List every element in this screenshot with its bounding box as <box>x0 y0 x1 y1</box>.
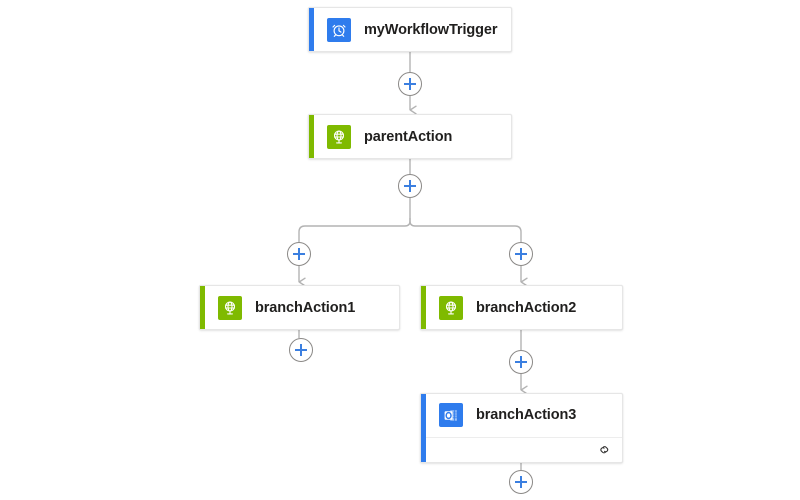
insert-after-branchaction1-button[interactable] <box>289 338 313 362</box>
edge-split-left <box>298 218 411 242</box>
globe-network-icon <box>327 124 351 149</box>
node-branchaction1[interactable]: branchAction1 <box>199 285 400 330</box>
node-accent-bar <box>309 115 314 158</box>
node-parentaction[interactable]: parentAction <box>308 114 512 159</box>
plus-icon <box>520 476 522 488</box>
outlook-office-icon <box>439 403 463 428</box>
plus-icon <box>300 344 302 356</box>
node-footer <box>421 436 622 462</box>
insert-branch-right-button[interactable] <box>509 242 533 266</box>
node-accent-bar <box>421 286 426 329</box>
alarm-clock-icon <box>327 17 351 42</box>
insert-after-trigger-button[interactable] <box>398 72 422 96</box>
node-branchaction3[interactable]: branchAction3 <box>420 393 623 463</box>
plus-icon <box>298 248 300 260</box>
edge-split-right <box>409 218 522 242</box>
link-chain-icon[interactable] <box>598 444 612 456</box>
insert-branch-left-button[interactable] <box>287 242 311 266</box>
node-title: branchAction3 <box>476 407 577 424</box>
node-accent-bar <box>421 394 426 462</box>
plus-icon <box>520 248 522 260</box>
insert-after-parentaction-button[interactable] <box>398 174 422 198</box>
insert-after-branchaction3-button[interactable] <box>509 470 533 494</box>
insert-after-branchaction2-button[interactable] <box>509 350 533 374</box>
globe-network-icon <box>218 295 242 320</box>
node-header: branchAction1 <box>200 286 399 329</box>
node-title: parentAction <box>364 128 453 145</box>
node-title: branchAction1 <box>255 299 356 316</box>
plus-icon <box>409 78 411 90</box>
node-accent-bar <box>200 286 205 329</box>
node-header: parentAction <box>309 115 511 158</box>
node-accent-bar <box>309 8 314 51</box>
node-title: branchAction2 <box>476 299 577 316</box>
node-myworkflowtrigger[interactable]: myWorkflowTrigger <box>308 7 512 52</box>
plus-icon <box>520 356 522 368</box>
node-header: branchAction2 <box>421 286 622 329</box>
node-title: myWorkflowTrigger <box>364 21 498 38</box>
globe-network-icon <box>439 295 463 320</box>
node-branchaction2[interactable]: branchAction2 <box>420 285 623 330</box>
node-header: myWorkflowTrigger <box>309 8 511 51</box>
node-header: branchAction3 <box>421 394 622 437</box>
plus-icon <box>409 180 411 192</box>
